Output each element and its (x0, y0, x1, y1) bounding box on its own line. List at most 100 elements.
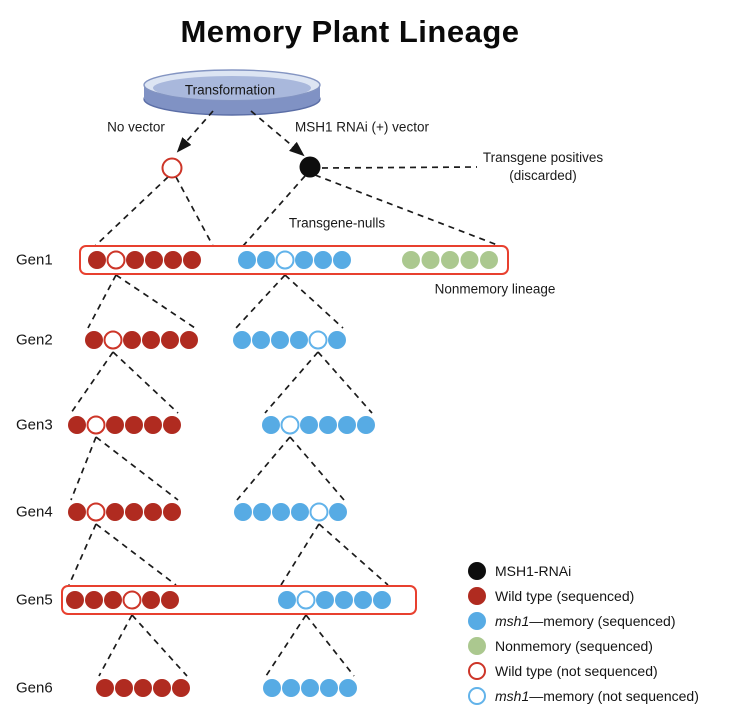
plant-circle-red-open (106, 250, 126, 270)
gen-label-gen2: Gen2 (16, 331, 53, 349)
selection-box-gen1 (79, 245, 509, 275)
legend-item-wild-type-sequenced: Wild type (sequenced) (468, 583, 699, 608)
no-vector-arrow (176, 110, 214, 153)
lineage-connector (317, 351, 373, 414)
lineage-connector (305, 614, 355, 677)
selection-box-gen5 (61, 585, 417, 615)
lineage-connector (68, 523, 97, 586)
gen-label-gen3: Gen3 (16, 416, 53, 434)
plant-circle-red-open (86, 415, 106, 435)
plant-circle-blue (335, 591, 353, 609)
plant-circle-blue (257, 251, 275, 269)
plant-circle-blue (373, 591, 391, 609)
plant-circle-red (106, 416, 124, 434)
plant-circle-red (85, 331, 103, 349)
plant-circle-blue (354, 591, 372, 609)
plant-circle-blue (329, 503, 347, 521)
plant-circle-blue (233, 331, 251, 349)
plant-circle-red (104, 591, 122, 609)
lineage-connector (98, 614, 133, 677)
msh1-rnai-swatch-icon (468, 561, 486, 580)
lineage-connector (265, 614, 307, 677)
plant-circle-blue (319, 416, 337, 434)
nonmemory-swatch-icon (468, 636, 486, 655)
plant-circle-blue (278, 591, 296, 609)
plant-circle-blue (316, 591, 334, 609)
plant-circle-red (68, 503, 86, 521)
petri-dish (143, 69, 321, 116)
legend-label: msh1—memory (sequenced) (495, 612, 676, 629)
lineage-connector (70, 436, 97, 501)
legend: MSH1-RNAi Wild type (sequenced) msh1—mem… (468, 558, 699, 708)
lineage-connector (235, 274, 286, 329)
plant-circle-blue (253, 503, 271, 521)
plant-circle-blue-open (275, 250, 295, 270)
legend-label: MSH1-RNAi (495, 562, 572, 579)
plant-circle-blue (290, 331, 308, 349)
plant-circle-red (125, 416, 143, 434)
plant-circle-blue (357, 416, 375, 434)
msh1-memory-swatch-icon (468, 611, 486, 630)
wild-type-swatch-icon (468, 586, 486, 605)
nonmemory-lineage-label: Nonmemory lineage (434, 281, 556, 297)
plant-circle-blue (291, 503, 309, 521)
plant-circle-red (164, 251, 182, 269)
lineage-connector (95, 523, 177, 586)
transgene-nulls-label: Transgene-nulls (288, 215, 386, 231)
vector-arrow (250, 110, 305, 157)
plant-circle-blue (339, 679, 357, 697)
lineage-connector (289, 436, 345, 501)
legend-label: msh1—memory (not sequenced) (495, 687, 699, 704)
plant-circle-red (183, 251, 201, 269)
plant-circle-green (421, 251, 440, 269)
plant-circle-blue (238, 251, 256, 269)
plant-circle-red (163, 503, 181, 521)
lineage-connector (264, 351, 319, 414)
plant-circle-blue (272, 503, 290, 521)
lineage-connector (95, 436, 179, 501)
plant-circle-blue (314, 251, 332, 269)
lineage-connector (115, 274, 196, 329)
wild-type-not-sequenced-node (161, 157, 183, 179)
lineage-connector (94, 176, 169, 247)
plant-circle-red (142, 591, 160, 609)
plant-circle-red (68, 416, 86, 434)
plant-circle-red (126, 251, 144, 269)
plant-circle-red-open (122, 590, 142, 610)
plant-circle-green (441, 251, 459, 269)
legend-label: Nonmemory (sequenced) (495, 637, 653, 654)
plant-circle-red (144, 416, 162, 434)
plant-circle-green (480, 251, 498, 269)
msh1-memory-open-swatch-icon (468, 686, 486, 705)
plant-circle-red (161, 331, 179, 349)
plant-circle-red (106, 503, 124, 521)
plant-circle-green (402, 251, 420, 269)
no-vector-label: No vector (107, 119, 165, 135)
plant-circle-red (66, 591, 84, 609)
transgene-positives-line1: Transgene positives (482, 150, 604, 165)
lineage-connector (112, 351, 179, 414)
gen-label-gen6: Gen6 (16, 679, 53, 697)
wild-type-open-swatch-icon (468, 661, 486, 680)
plant-circle-red (123, 331, 141, 349)
plant-circle-blue (295, 251, 313, 269)
lineage-connector (318, 523, 389, 586)
plant-circle-blue-open (296, 590, 316, 610)
plant-circle-blue (252, 331, 270, 349)
lineage-connector (70, 351, 114, 414)
lineage-connector (242, 175, 306, 247)
lineage-connector (280, 523, 320, 586)
transgene-positives-label: Transgene positives (discarded) (483, 149, 603, 185)
discarded-connector (321, 166, 478, 169)
gen-label-gen1: Gen1 (16, 251, 53, 269)
lineage-connector (87, 274, 117, 329)
transgene-positives-line2: (discarded) (509, 168, 577, 183)
legend-item-wild-type-not-sequenced: Wild type (not sequenced) (468, 658, 699, 683)
page-title: Memory Plant Lineage (180, 14, 520, 49)
plant-circle-blue (282, 679, 300, 697)
plant-circle-blue (262, 416, 280, 434)
plant-circle-blue (271, 331, 289, 349)
plant-circle-blue-open (309, 502, 329, 522)
